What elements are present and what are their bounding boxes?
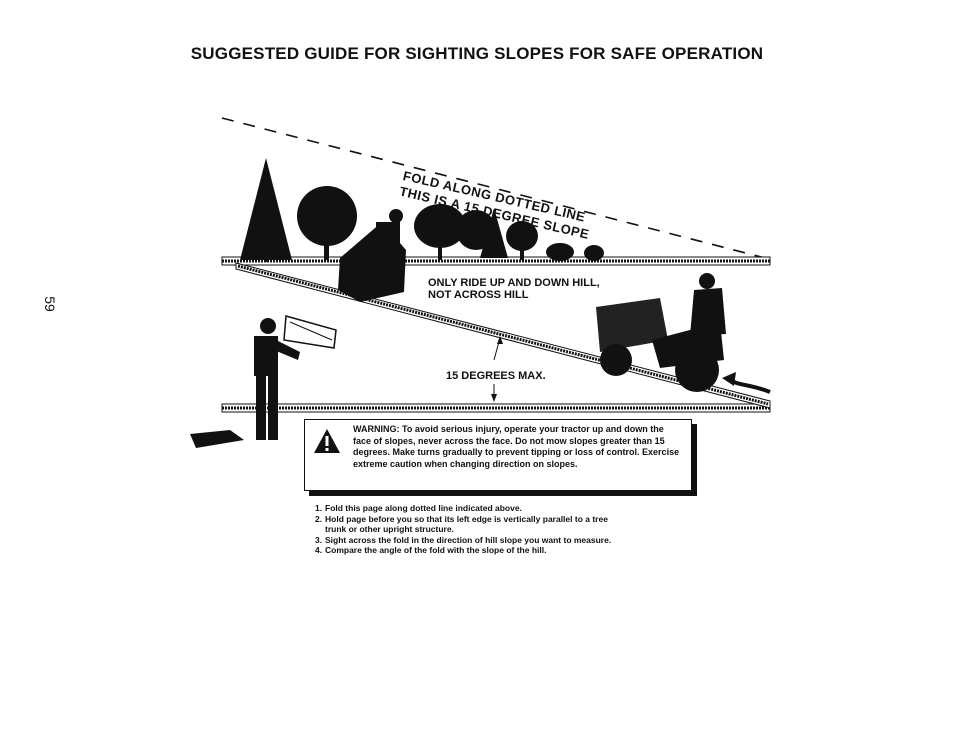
warning-text: WARNING: To avoid serious injury, operat… xyxy=(353,424,680,469)
list-item: 2.Hold page before you so that its left … xyxy=(315,513,608,535)
tree-row xyxy=(240,158,604,262)
bush-icon xyxy=(584,245,604,261)
pine-tree-icon xyxy=(240,158,292,260)
person-sighting-icon xyxy=(190,315,337,448)
tractor-top-icon xyxy=(338,209,406,302)
fold-dotted-line xyxy=(221,117,766,259)
pine-tree-icon xyxy=(480,208,508,258)
instruction-list: 1.Fold this page along dotted line indic… xyxy=(315,503,705,556)
bush-icon xyxy=(546,243,574,261)
tree-icon xyxy=(297,186,357,246)
warning-triangle-icon xyxy=(314,429,340,453)
ride-label-line2: NOT ACROSS HILL xyxy=(428,289,529,301)
ride-label-line1: ONLY RIDE UP AND DOWN HILL, xyxy=(428,277,600,289)
degree-pointer xyxy=(491,336,503,402)
tree-icon xyxy=(414,204,466,248)
ride-instruction: ONLY RIDE UP AND DOWN HILL, NOT ACROSS H… xyxy=(428,277,658,301)
warning-box: WARNING: To avoid serious injury, operat… xyxy=(304,419,692,491)
degrees-label: 15 DEGREES MAX. xyxy=(446,370,546,382)
list-item: 4.Compare the angle of the fold with the… xyxy=(315,545,547,555)
tree-icon xyxy=(506,221,538,251)
page-title: SUGGESTED GUIDE FOR SIGHTING SLOPES FOR … xyxy=(190,44,764,63)
list-item: 1.Fold this page along dotted line indic… xyxy=(315,503,522,513)
direction-arrow-icon xyxy=(722,372,771,394)
list-item: 3.Sight across the fold in the direction… xyxy=(315,534,612,545)
tractor-bottom-icon xyxy=(596,273,726,392)
